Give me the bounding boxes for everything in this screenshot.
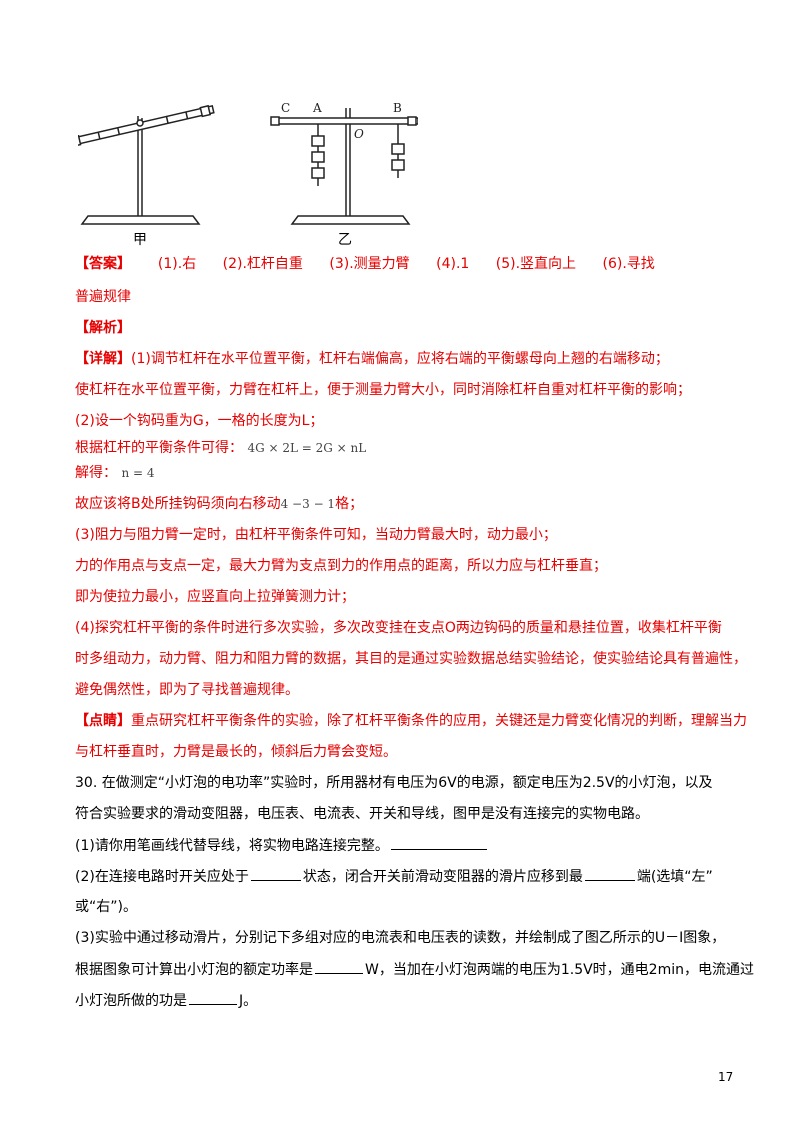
detail-text-1: (1)调节杠杆在水平位置平衡，杠杆右端偏高，应将右端的平衡螺母向上翘的右端移动； xyxy=(131,351,669,367)
point-o-label: O xyxy=(354,127,364,141)
comment-line-1: 【点睛】重点研究杠杆平衡条件的实验，除了杠杆平衡条件的应用，关键还是力臂变化情况… xyxy=(75,711,747,731)
point-c-label: C xyxy=(281,101,290,115)
figure-yi-label: 乙 xyxy=(338,232,352,248)
q30-part-1-text: (1)请你用笔画线代替导线，将实物电路连接完整。 xyxy=(75,838,389,854)
answer-item-4: (4).1 xyxy=(436,256,470,272)
q30-line-1: 30. 在做测定“小灯泡的电功率”实验时，所用器材有电压为6V的电源，额定电压为… xyxy=(75,775,713,791)
detail-line-1: 【详解】(1)调节杠杆在水平位置平衡，杠杆右端偏高，应将右端的平衡螺母向上翘的右… xyxy=(75,349,735,369)
detail-text-6a: 故应该将B处所挂钩码须向右移动 xyxy=(75,496,281,512)
comment-line-2: 与杠杆垂直时，力臂是最长的，倾斜后力臂会变短。 xyxy=(75,744,397,760)
lever-figures: 甲 C A B O xyxy=(78,101,418,248)
answer-item-3: (3).测量力臂 xyxy=(329,256,410,272)
q30-part-1: (1)请你用笔画线代替导线，将实物电路连接完整。 xyxy=(75,835,735,856)
point-a-label: A xyxy=(312,101,322,115)
detail-line-7: (3)阻力与阻力臂一定时，由杠杆平衡条件可知，当动力臂最大时，动力最小； xyxy=(75,527,557,543)
equation-balance: 4G × 2L = 2G × nL xyxy=(247,441,367,455)
q30-part-3-text-b1: 根据图象可计算出小灯泡的额定功率是 xyxy=(75,962,313,978)
q30-part-3: (3)实验中通过移动滑片，分别记下多组对应的电流表和电压表的读数，并绘制成了图乙… xyxy=(75,930,726,946)
answer-line: 【答案】 (1).右 (2).杠杆自重 (3).测量力臂 (4).1 (5).竖… xyxy=(75,254,735,274)
detail-line-9: 即为使拉力最小，应竖直向上拉弹簧测力计； xyxy=(75,589,355,605)
detail-line-2: 使杠杆在水平位置平衡，力臂在杠杆上，便于测量力臂大小，同时消除杠杆自重对杠杆平衡… xyxy=(75,382,691,398)
equation-move: 4 −3 − 1 xyxy=(280,497,336,511)
answer-item-1: (1).右 xyxy=(157,256,197,272)
q30-line-2: 符合实验要求的滑动变阻器，电压表、电流表、开关和导线，图甲是没有连接完的实物电路… xyxy=(75,806,649,822)
q30-part-3-text-c2: J。 xyxy=(239,993,258,1009)
answer-blank-1[interactable] xyxy=(390,835,487,850)
figure-jia-label: 甲 xyxy=(133,232,147,248)
q30-part-2-cont: 或“右”)。 xyxy=(75,899,137,915)
answer-item-2: (2).杠杆自重 xyxy=(222,256,303,272)
detail-text-5: 解得： xyxy=(75,465,117,481)
q30-part-3-line-2: 根据图象可计算出小灯泡的额定功率是 W，当加在小灯泡两端的电压为1.5V时，通电2… xyxy=(75,959,754,980)
q30-part-2-text-c: 端(选填“左” xyxy=(636,869,713,885)
detail-line-11: 时多组动力，动力臂、阻力和阻力臂的数据，其目的是通过实验数据总结实验结论，使实验… xyxy=(75,651,747,667)
q30-part-2: (2)在连接电路时开关应处于 状态，闭合开关前滑动变阻器的滑片应移到最 端(选填“左… xyxy=(75,866,735,887)
detail-line-6: 故应该将B处所挂钩码须向右移动4 −3 − 1格； xyxy=(75,494,735,514)
answer-tag: 【答案】 xyxy=(75,256,131,272)
answer-blank-4[interactable] xyxy=(315,959,363,974)
detail-line-8: 力的作用点与支点一定，最大力臂为支点到力的作用点的距离，所以力应与杠杆垂直； xyxy=(75,558,607,574)
page-number: 17 xyxy=(718,1070,734,1084)
detail-line-4: 根据杠杆的平衡条件可得： 4G × 2L = 2G × nL xyxy=(75,438,735,458)
q30-part-2-text-b: 状态，闭合开关前滑动变阻器的滑片应移到最 xyxy=(302,869,583,885)
comment-tag: 【点睛】 xyxy=(75,713,131,729)
analysis-tag: 【解析】 xyxy=(75,320,131,336)
point-b-label: B xyxy=(393,101,402,115)
detail-text-6b: 格； xyxy=(335,496,364,512)
answer-item-6: (6).寻找 xyxy=(602,256,655,272)
q30-part-2-text-a: (2)在连接电路时开关应处于 xyxy=(75,869,249,885)
detail-line-10: (4)探究杠杆平衡的条件时进行多次实验，多次改变挂在支点O两边钩码的质量和悬挂位… xyxy=(75,620,722,636)
answer-item-5: (5).竖直向上 xyxy=(495,256,577,272)
q30-part-3-text-c1: 小灯泡所做的功是 xyxy=(75,993,187,1009)
answer-blank-3[interactable] xyxy=(584,866,635,881)
figure-yi xyxy=(270,108,418,225)
detail-tag: 【详解】 xyxy=(75,351,131,367)
detail-text-4: 根据杠杆的平衡条件可得： xyxy=(75,440,243,456)
answer-continuation: 普遍规律 xyxy=(75,289,131,305)
detail-line-5: 解得： n = 4 xyxy=(75,463,735,483)
answer-blank-5[interactable] xyxy=(189,990,237,1005)
detail-line-3: (2)设一个钩码重为G，一格的长度为L； xyxy=(75,413,324,429)
q30-part-3-line-3: 小灯泡所做的功是 J。 xyxy=(75,990,735,1011)
q30-part-3-text-b2: W，当加在小灯泡两端的电压为1.5V时，通电2min，电流通过 xyxy=(365,962,754,978)
detail-line-12: 避免偶然性，即为了寻找普遍规律。 xyxy=(75,682,299,698)
comment-text-1: 重点研究杠杆平衡条件的实验，除了杠杆平衡条件的应用，关键还是力臂变化情况的判断，… xyxy=(131,713,747,729)
figure-jia xyxy=(78,104,215,225)
equation-result: n = 4 xyxy=(121,466,155,480)
answer-blank-2[interactable] xyxy=(250,866,301,881)
